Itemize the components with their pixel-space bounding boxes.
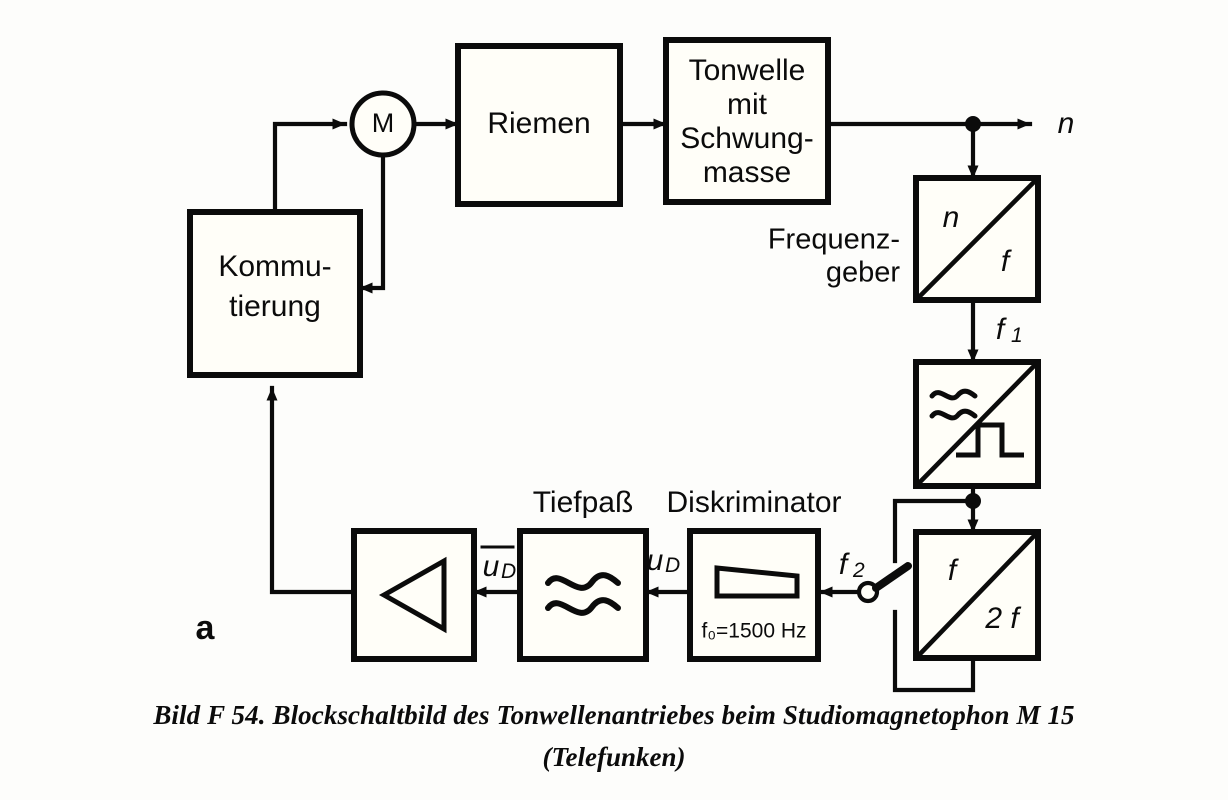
frequenzgeber-output-label: f [1001, 245, 1012, 278]
kommutierung-label-line2: tierung [229, 290, 321, 323]
tonwelle-label-line4: masse [703, 156, 791, 189]
svg-text:f: f [839, 548, 850, 581]
tonwelle-box[interactable] [663, 37, 831, 205]
kommutierung-box[interactable] [187, 209, 363, 378]
verdoppler-output-label: 2 f [984, 602, 1021, 635]
block-tiefpass[interactable] [517, 528, 649, 662]
ramp-wedge-icon [714, 565, 800, 599]
svg-text:2: 2 [852, 559, 865, 582]
tonwelle-label-line3: Schwung- [680, 122, 813, 155]
block-verdoppler[interactable]: f 2 f [913, 529, 1041, 661]
tiefpass-sine-wave-icon [545, 572, 621, 616]
frequenzgeber-diagonal [917, 179, 1037, 299]
svg-text:D: D [665, 554, 680, 577]
subfigure-label: a [196, 609, 216, 647]
tonwelle-label-line1: Tonwelle [689, 54, 806, 87]
verdoppler-input-label: f [948, 554, 959, 587]
wire-verdoppler-output-loop [892, 609, 976, 693]
block-verstaerker[interactable] [351, 528, 477, 662]
block-frequenzgeber[interactable]: n f [913, 175, 1041, 303]
diskriminator-value: f₀=1500 Hz [701, 620, 806, 643]
amplifier-triangle-icon [378, 556, 447, 634]
switch-f2[interactable] [856, 562, 912, 604]
motor-label: M [372, 108, 395, 138]
motor-circle[interactable] [349, 90, 417, 158]
block-wandler[interactable] [913, 359, 1041, 489]
block-motor[interactable]: M [349, 90, 417, 158]
svg-text:1: 1 [1011, 324, 1023, 347]
wire-kommutierung-to-motor [272, 118, 348, 215]
riemen-box[interactable] [455, 43, 623, 207]
signal-label-ud-mean: u D [480, 545, 516, 583]
figure-caption-line2: (Telefunken) [542, 742, 686, 772]
tiefpass-box[interactable] [517, 528, 649, 662]
block-diskriminator[interactable]: f₀=1500 Hz [687, 528, 821, 662]
svg-text:u: u [483, 550, 500, 583]
svg-text:D: D [501, 560, 516, 583]
frequenzgeber-caption-line2: geber [826, 257, 901, 289]
switch-blade[interactable] [872, 562, 912, 592]
tonwelle-label-line2: mit [727, 88, 768, 121]
svg-text:u: u [647, 544, 664, 577]
svg-text:f: f [996, 313, 1007, 346]
verstaerker-box[interactable] [351, 528, 477, 662]
wire-motor-to-kommutierung [357, 153, 386, 294]
square-pulse-icon [956, 422, 1024, 458]
wire-layer [266, 116, 1033, 693]
block-kommutierung[interactable]: Kommu- tierung [187, 209, 363, 378]
signal-label-f2: f 2 [839, 548, 865, 582]
signal-label-n: n [1058, 107, 1075, 140]
block-riemen[interactable]: Riemen [455, 43, 623, 207]
tiefpass-caption: Tiefpaß [533, 486, 634, 519]
frequenzgeber-input-label: n [943, 201, 960, 234]
junction-dot-n [965, 116, 981, 132]
figure-caption-line1: Bild F 54. Blockschaltbild des Tonwellen… [153, 700, 1075, 730]
block-tonwelle[interactable]: Tonwelle mit Schwung- masse [663, 37, 831, 205]
riemen-label: Riemen [487, 107, 590, 140]
signal-label-f1: f 1 [996, 313, 1023, 347]
signal-label-ud: u D [647, 544, 681, 577]
diskriminator-caption: Diskriminator [666, 486, 841, 519]
verdoppler-diagonal [917, 533, 1037, 657]
wire-verstaerker-to-kommutierung [266, 385, 357, 595]
kommutierung-label-line1: Kommu- [218, 250, 331, 283]
frequenzgeber-caption-line1: Frequenz- [768, 224, 900, 256]
sine-wave-icon [929, 388, 978, 421]
wire-branch-to-switch [892, 498, 976, 564]
